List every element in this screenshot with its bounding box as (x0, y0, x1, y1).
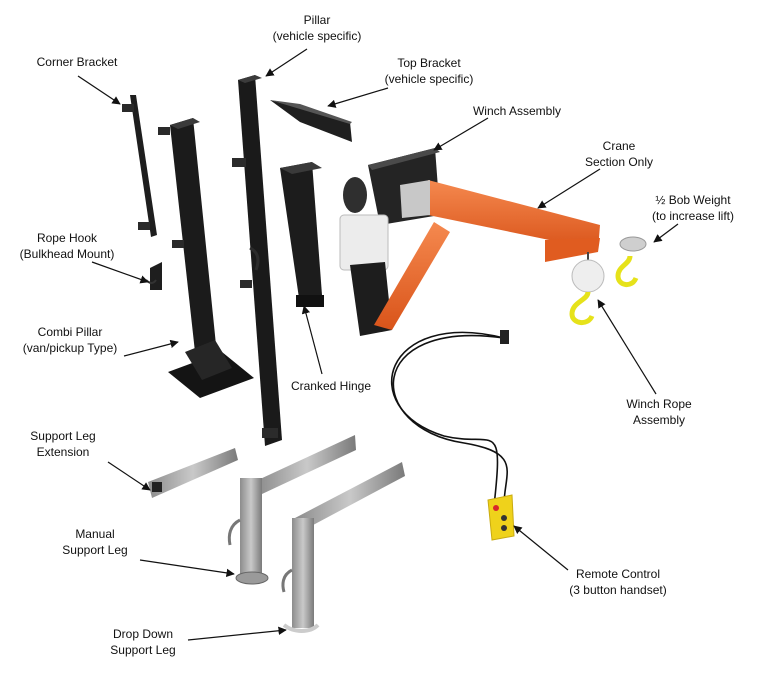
support-leg-extension-part (148, 448, 238, 498)
pillar-label: Pillar (vehicle specific) (262, 12, 372, 44)
rope-hook-part (145, 262, 162, 290)
corner-bracket-leader (77, 75, 121, 105)
winch-rope-label: Winch Rope Assembly (604, 396, 714, 428)
pillar-label-line1: Pillar (303, 13, 331, 27)
top-bracket-part (270, 100, 352, 142)
crane-label: Crane Section Only (564, 138, 674, 170)
rope-hook-leader (91, 261, 149, 284)
pillar-leader (265, 48, 308, 77)
winch-assembly-label: Winch Assembly (462, 103, 572, 119)
corner-bracket-part (122, 95, 157, 237)
remote-control-label-line2: (3 button handset) (569, 583, 667, 597)
combi-pillar-label: Combi Pillar (van/pickup Type) (10, 324, 130, 356)
rope-hook-label-line1: Rope Hook (36, 231, 98, 245)
bob-weight-label-line2: (to increase lift) (651, 209, 735, 223)
corner-bracket-label-line1: Corner Bracket (36, 55, 118, 69)
manual-support-leg-part (227, 435, 356, 585)
cranked-hinge-label: Cranked Hinge (276, 378, 386, 394)
remote-control-label-line1: Remote Control (575, 567, 661, 581)
support-leg-extension-label-line2: Extension (36, 445, 90, 459)
rope-hook-label-line2: (Bulkhead Mount) (19, 247, 115, 261)
bob-weight-leader (653, 223, 679, 243)
winch-rope-hook-part (569, 252, 605, 325)
drop-down-support-leg-part (281, 462, 405, 633)
drop-down-leg-label: Drop Down Support Leg (88, 626, 198, 658)
cranked-hinge-leader (301, 305, 323, 375)
crane-leader (537, 168, 601, 209)
top-bracket-leader (327, 87, 389, 108)
manual-support-leg-label-line2: Support Leg (62, 543, 128, 557)
crane-section-part (374, 180, 600, 330)
pillar-label-line2: (vehicle specific) (272, 29, 362, 43)
support-leg-extension-label-line1: Support Leg (30, 429, 96, 443)
support-leg-extension-label: Support Leg Extension (8, 428, 118, 460)
winch-rope-label-line2: Assembly (632, 413, 685, 427)
cranked-hinge-part (280, 162, 324, 307)
winch-rope-label-line1: Winch Rope (626, 397, 692, 411)
bob-weight-label: ½ Bob Weight (to increase lift) (638, 192, 748, 224)
crane-label-line1: Crane (602, 139, 636, 153)
cranked-hinge-label-line1: Cranked Hinge (290, 379, 372, 393)
manual-support-leg-label: Manual Support Leg (40, 526, 150, 558)
bob-weight-part (615, 236, 647, 287)
leader-lines (77, 48, 679, 641)
top-bracket-label-line1: Top Bracket (397, 56, 461, 70)
winch-rope-leader (597, 299, 657, 395)
support-leg-extension-leader (107, 461, 151, 491)
winch-assembly-leader (433, 117, 489, 151)
rope-hook-label: Rope Hook (Bulkhead Mount) (8, 230, 126, 262)
combi-pillar-label-line2: (van/pickup Type) (22, 341, 118, 355)
drop-down-leg-leader (187, 626, 287, 641)
combi-pillar-leader (123, 339, 179, 357)
remote-control-part (390, 330, 515, 541)
remote-control-label: Remote Control (3 button handset) (556, 566, 680, 598)
drop-down-leg-label-line1: Drop Down (112, 627, 174, 641)
manual-support-leg-label-line1: Manual (75, 527, 115, 541)
combi-pillar-label-line1: Combi Pillar (37, 325, 103, 339)
winch-assembly-label-line1: Winch Assembly (472, 104, 562, 118)
pillar-part (232, 75, 282, 446)
manual-support-leg-leader (139, 559, 235, 578)
crane-label-line2: Section Only (584, 155, 654, 169)
combi-pillar-part (158, 118, 254, 398)
drop-down-leg-label-line2: Support Leg (110, 643, 176, 657)
top-bracket-label-line2: (vehicle specific) (384, 72, 474, 86)
bob-weight-label-line1: ½ Bob Weight (655, 193, 731, 207)
remote-control-leader (513, 525, 569, 571)
corner-bracket-label: Corner Bracket (22, 54, 132, 70)
top-bracket-label: Top Bracket (vehicle specific) (374, 55, 484, 87)
